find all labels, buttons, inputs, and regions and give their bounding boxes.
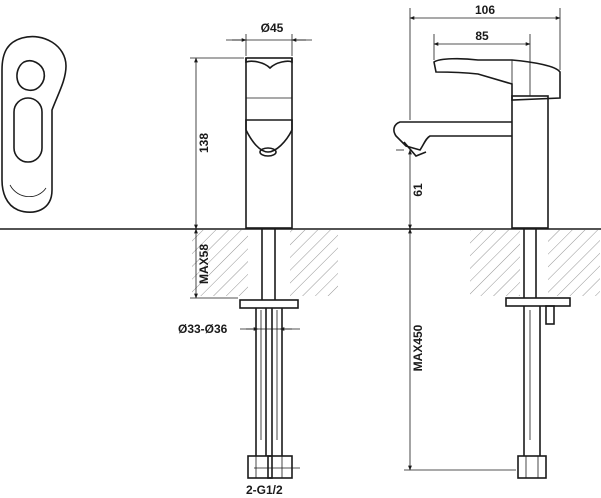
label-height-total: 138 — [197, 133, 211, 153]
label-top-diameter: Ø45 — [261, 21, 284, 35]
countertop-section-side — [470, 230, 600, 296]
label-hole-diameter: Ø33-Ø36 — [178, 322, 228, 336]
dim-hole-diameter: Ø33-Ø36 — [178, 322, 300, 336]
dim-reach: 85 — [433, 29, 531, 96]
front-view-faucet — [239, 57, 299, 479]
dim-overall-width: 106 — [409, 3, 561, 120]
label-hose-length: MAX450 — [411, 324, 425, 371]
label-max-deck: MAX58 — [197, 244, 211, 284]
countertop-section-front — [192, 230, 338, 296]
label-spout-height: 61 — [411, 183, 425, 197]
label-reach: 85 — [475, 29, 489, 43]
dim-height-total: 138 — [190, 57, 244, 230]
dim-top-diameter: Ø45 — [226, 21, 312, 56]
top-view-handle — [1, 35, 67, 214]
dim-hose-length: MAX450 — [404, 228, 516, 471]
label-hose-thread: 2-G1/2 — [246, 483, 283, 497]
dim-spout-height: 61 — [396, 149, 425, 230]
label-overall-width: 106 — [475, 3, 495, 17]
dim-max-deck: MAX58 — [190, 228, 238, 299]
dim-hose-thread: 2-G1/2 — [246, 467, 300, 497]
